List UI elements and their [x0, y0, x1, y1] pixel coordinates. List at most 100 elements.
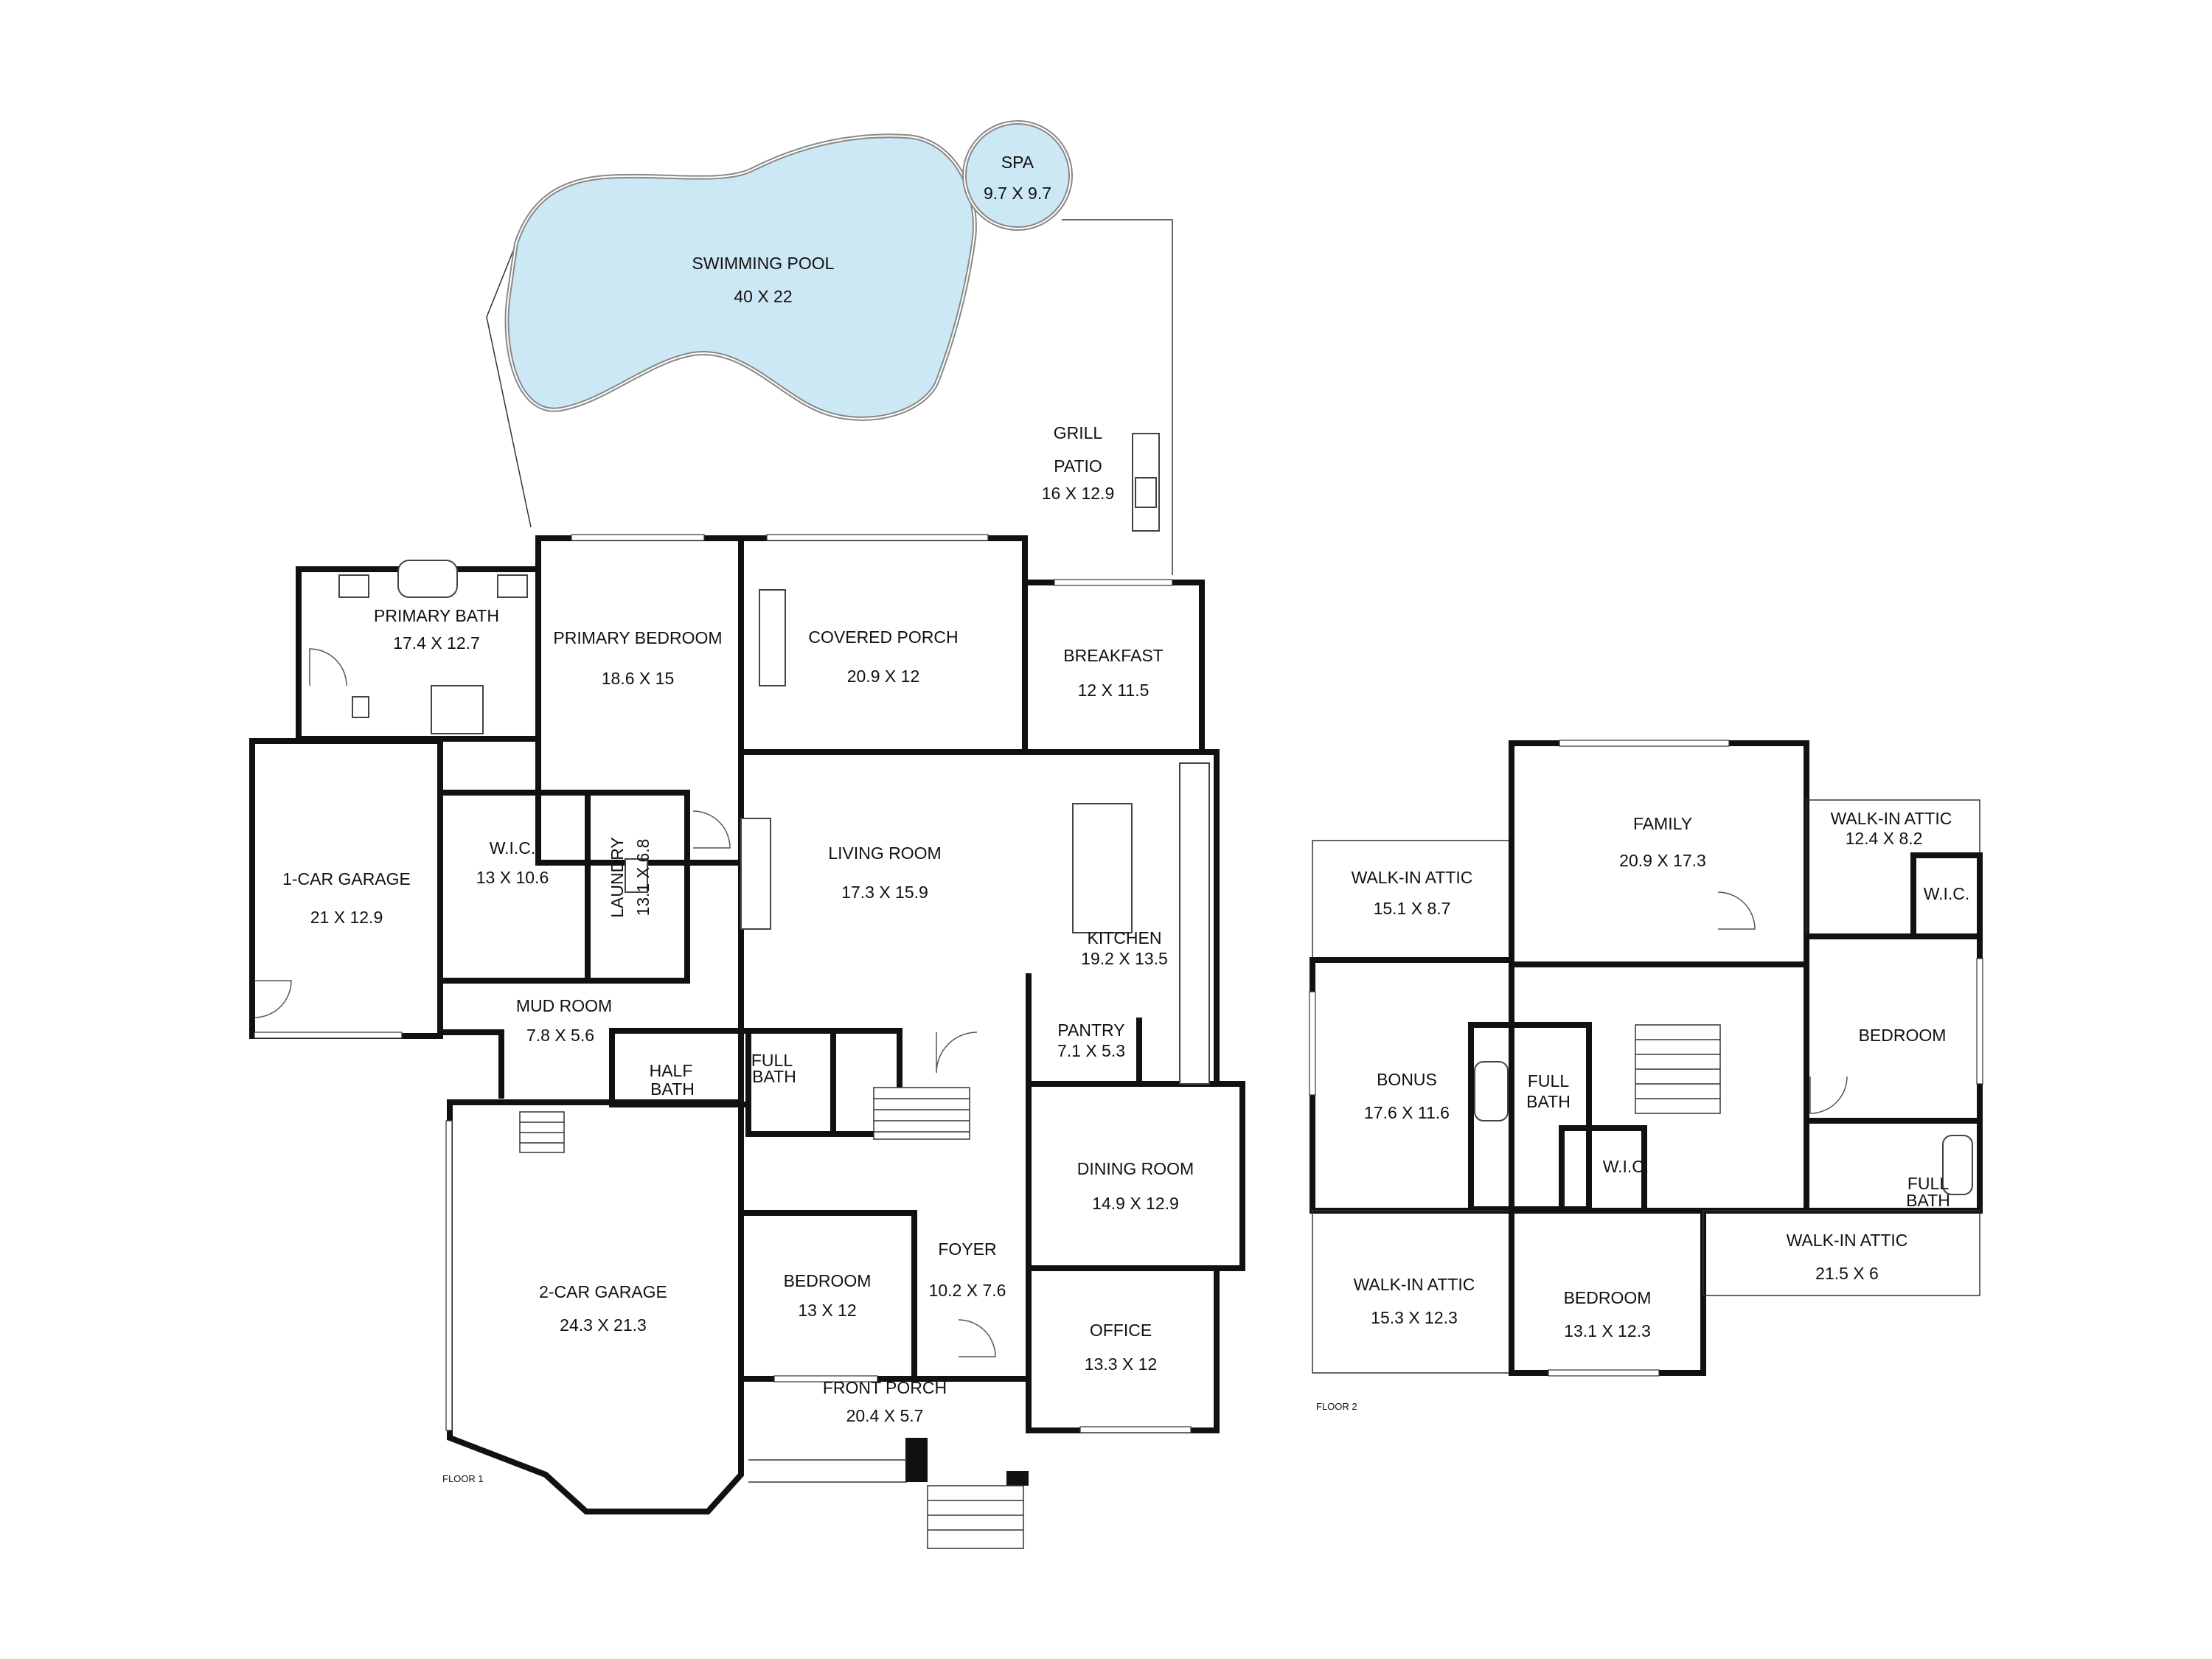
primary-bath-name: PRIMARY BATH — [374, 606, 499, 625]
window-garage — [254, 1032, 403, 1039]
family-name: FAMILY — [1633, 814, 1692, 833]
door-swing-laundry — [692, 810, 731, 849]
garage-door — [445, 1120, 453, 1431]
spa-coping-line — [964, 122, 1071, 229]
fireplace-porch — [759, 589, 786, 686]
door-swing-bath — [309, 648, 347, 686]
mud-room-dims: 7.8 X 5.6 — [526, 1026, 594, 1045]
full-bath-1-name-line2: BATH — [752, 1067, 796, 1086]
living-room-name: LIVING ROOM — [828, 844, 941, 863]
kitchen-name: KITCHEN — [1088, 928, 1162, 947]
bedroom-1-walls — [738, 1210, 917, 1382]
laundry-walls — [585, 790, 690, 984]
swimming-pool-name: SWIMMING POOL — [692, 254, 835, 273]
wic-2-name: W.I.C. — [1924, 884, 1970, 903]
front-steps — [927, 1485, 1024, 1549]
door-swing-foyer — [958, 1319, 996, 1357]
bathtub-3 — [1942, 1135, 1973, 1195]
garage-steps — [519, 1111, 565, 1153]
walkin-attic-4-outline — [1703, 1210, 1980, 1296]
window-bedroom-3 — [1548, 1369, 1660, 1377]
office-dims: 13.3 X 12 — [1085, 1354, 1157, 1374]
window-family — [1559, 740, 1730, 747]
office-name: OFFICE — [1090, 1321, 1152, 1340]
front-porch-name: FRONT PORCH — [823, 1378, 947, 1397]
yard-boundary-left — [486, 243, 532, 528]
office-walls — [1026, 1265, 1220, 1433]
bedroom-3-dims: 13.1 X 12.3 — [1564, 1321, 1651, 1340]
stairs-floor-2 — [1635, 1024, 1721, 1114]
floor-2-label: FLOOR 2 — [1316, 1401, 1357, 1412]
window-bonus — [1309, 991, 1316, 1096]
dining-room-dims: 14.9 X 12.9 — [1092, 1194, 1179, 1213]
pantry-name: PANTRY — [1057, 1020, 1124, 1040]
bonus-dims: 17.6 X 11.6 — [1364, 1103, 1450, 1122]
half-bath-name-line2: BATH — [650, 1079, 695, 1099]
bedroom-3-name: BEDROOM — [1564, 1288, 1652, 1307]
door-swing-garage — [254, 980, 292, 1018]
grill-burners — [1135, 477, 1157, 508]
patio-dims: 16 X 12.9 — [1042, 484, 1114, 503]
walkin-attic-3-dims: 15.3 X 12.3 — [1371, 1308, 1458, 1327]
laundry-name: LAUNDRY — [608, 837, 627, 918]
floor-1-label: FLOOR 1 — [442, 1473, 484, 1484]
living-room-dims: 17.3 X 15.9 — [841, 883, 928, 902]
bonus-name: BONUS — [1377, 1070, 1437, 1089]
full-bath-3-name-line1: FULL — [1907, 1174, 1949, 1193]
stair-closet-walls — [830, 1028, 902, 1137]
pantry-dims: 7.1 X 5.3 — [1057, 1041, 1125, 1060]
spa-name: SPA — [1001, 153, 1034, 172]
window-office — [1079, 1426, 1192, 1433]
window-breakfast — [1054, 579, 1173, 586]
bedroom-2-name: BEDROOM — [1859, 1026, 1947, 1045]
room-labels: SPA 9.7 X 9.7 SWIMMING POOL 40 X 22 GRIL… — [282, 153, 1969, 1484]
bedroom-1-dims: 13 X 12 — [798, 1301, 856, 1320]
primary-bedroom-name: PRIMARY BEDROOM — [553, 628, 722, 647]
porch-column-left — [905, 1438, 928, 1482]
one-car-garage-name: 1-CAR GARAGE — [282, 869, 411, 888]
toilet — [352, 696, 369, 718]
breakfast-walls — [1022, 580, 1205, 755]
one-car-garage-walls — [249, 738, 443, 1039]
full-bath-2-name-line2: BATH — [1526, 1092, 1571, 1111]
covered-porch-dims: 20.9 X 12 — [847, 667, 919, 686]
floor-1-fixtures — [254, 534, 1210, 1549]
covered-porch-name: COVERED PORCH — [808, 627, 958, 647]
primary-bedroom-walls — [535, 535, 744, 866]
front-porch-dims: 20.4 X 5.7 — [846, 1406, 924, 1425]
door-swing-stairs — [936, 1032, 978, 1074]
laundry-machine — [625, 858, 648, 893]
foyer-dims: 10.2 X 7.6 — [929, 1281, 1006, 1300]
two-car-garage-dims: 24.3 X 21.3 — [560, 1315, 647, 1335]
window-primary-bedroom — [571, 534, 705, 541]
shower — [431, 685, 484, 734]
vanity-sink-left — [338, 574, 369, 598]
window-covered-porch — [766, 534, 989, 541]
two-car-garage-walls — [447, 1099, 744, 1514]
walkin-attic-4-name: WALK-IN ATTIC — [1787, 1231, 1908, 1250]
kitchen-counter — [1179, 762, 1210, 1085]
mud-room-walls — [437, 981, 504, 1099]
bathtub — [397, 560, 458, 598]
pool-coping-line — [506, 135, 975, 420]
two-car-garage-name: 2-CAR GARAGE — [539, 1282, 667, 1301]
walkin-attic-1-dims: 15.1 X 8.7 — [1374, 899, 1451, 918]
foyer-name: FOYER — [938, 1239, 996, 1259]
half-bath-name-line1: HALF — [650, 1061, 693, 1080]
wic-1-dims: 13 X 10.6 — [476, 868, 549, 887]
walkin-attic-3-name: WALK-IN ATTIC — [1354, 1275, 1475, 1294]
floor-2-fixtures — [1309, 740, 1983, 1377]
spa-dims: 9.7 X 9.7 — [984, 184, 1051, 203]
walkin-attic-2-name: WALK-IN ATTIC — [1831, 809, 1952, 828]
patio-boundary — [1062, 219, 1173, 575]
family-dims: 20.9 X 17.3 — [1619, 851, 1706, 870]
bedroom-1-name: BEDROOM — [784, 1271, 872, 1290]
door-swing-family — [1717, 891, 1756, 930]
window-bedroom-2 — [1976, 958, 1983, 1085]
walkin-attic-4-dims: 21.5 X 6 — [1815, 1264, 1879, 1283]
kitchen-island — [1072, 803, 1133, 933]
vanity-sink-right — [497, 574, 528, 598]
kitchen-dims: 19.2 X 13.5 — [1081, 949, 1168, 968]
porch-column-right — [1006, 1471, 1029, 1486]
